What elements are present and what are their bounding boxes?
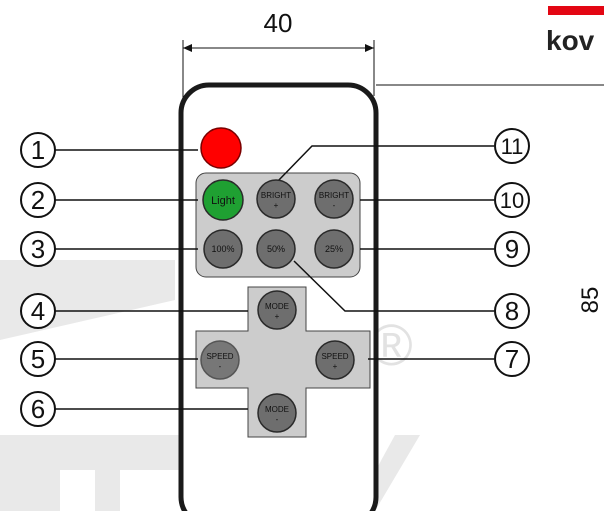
svg-text:7: 7: [505, 344, 519, 374]
mode-down-sign: -: [276, 415, 279, 424]
brightness-100-button[interactable]: 100%: [203, 229, 243, 269]
svg-text:10: 10: [500, 188, 524, 213]
speed-down-button[interactable]: SPEED -: [200, 340, 240, 380]
mode-down-label: MODE: [265, 405, 289, 414]
width-dimension: [182, 40, 375, 100]
arrowhead-right: [365, 44, 374, 52]
callout-6: 6: [20, 391, 56, 427]
speed-down-sign: -: [219, 362, 222, 371]
mode-up-sign: +: [275, 312, 280, 321]
speed-up-label: SPEED: [321, 352, 348, 361]
bright-up-button[interactable]: BRIGHT +: [256, 179, 296, 219]
svg-text:11: 11: [501, 134, 524, 159]
callout-leaders: [55, 145, 494, 410]
bright-up-label: BRIGHT: [261, 191, 291, 200]
svg-text:1: 1: [31, 135, 45, 165]
callout-8: 8: [494, 293, 530, 329]
callout-7: 7: [494, 341, 530, 377]
callout-2: 2: [20, 182, 56, 218]
callout-4: 4: [20, 293, 56, 329]
brand-logo: kov: [546, 25, 595, 56]
cross-button-panel: [195, 286, 371, 438]
speed-up-button[interactable]: SPEED +: [315, 340, 355, 380]
light-button[interactable]: Light: [202, 179, 244, 221]
callout-10: 10: [494, 182, 530, 218]
brightness-50-button[interactable]: 50%: [256, 229, 296, 269]
speed-up-sign: +: [333, 362, 338, 371]
bright-down-button[interactable]: BRIGHT -: [314, 179, 354, 219]
bright-up-sign: +: [274, 201, 279, 210]
callout-5: 5: [20, 341, 56, 377]
callout-1: 1: [20, 132, 56, 168]
svg-text:6: 6: [31, 394, 45, 424]
svg-text:8: 8: [505, 296, 519, 326]
brightness-25-button[interactable]: 25%: [314, 229, 354, 269]
speed-down-label: SPEED: [206, 352, 233, 361]
brand-bar: [548, 6, 604, 15]
svg-text:2: 2: [31, 185, 45, 215]
brightness-50-label: 50%: [267, 244, 285, 254]
dimension-width-label: 40: [264, 8, 293, 38]
callout-9: 9: [494, 231, 530, 267]
power-button[interactable]: [200, 127, 242, 169]
brightness-25-label: 25%: [325, 244, 343, 254]
svg-text:4: 4: [31, 296, 45, 326]
callout-11: 11: [494, 128, 530, 164]
mode-down-button[interactable]: MODE -: [257, 393, 297, 433]
bright-down-sign: -: [333, 201, 336, 210]
brightness-100-label: 100%: [211, 244, 234, 254]
arrowhead-left: [183, 44, 192, 52]
svg-text:5: 5: [31, 344, 45, 374]
mode-up-label: MODE: [265, 302, 289, 311]
mode-up-button[interactable]: MODE +: [257, 290, 297, 330]
light-button-label: Light: [211, 195, 235, 207]
callout-3: 3: [20, 231, 56, 267]
svg-text:9: 9: [505, 234, 519, 264]
svg-text:3: 3: [31, 234, 45, 264]
dimension-height-label: 85: [577, 287, 604, 314]
bright-down-label: BRIGHT: [319, 191, 349, 200]
